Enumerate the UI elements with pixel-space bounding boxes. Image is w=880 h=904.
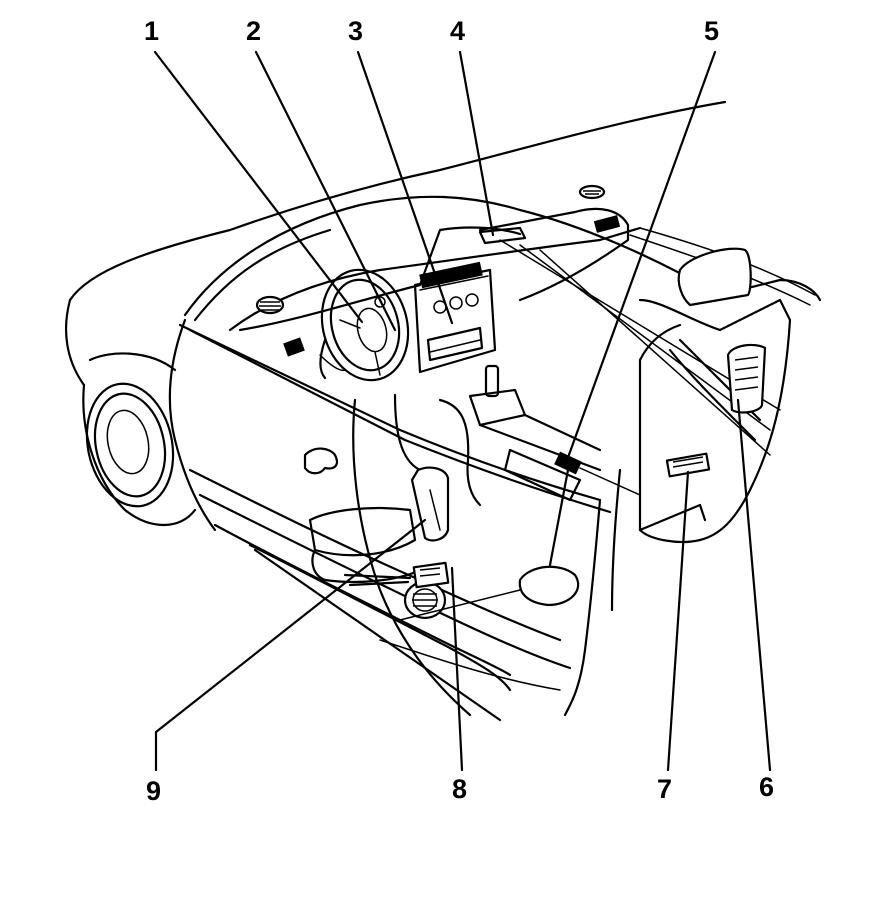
leader-line-5 (564, 50, 717, 465)
leader-lines (153, 50, 772, 772)
leader-line-7 (666, 470, 690, 772)
callout-number-5: 5 (704, 16, 719, 46)
gear-shift-tunnel (438, 364, 641, 507)
callout-number-8: 8 (452, 774, 467, 804)
leader-line-2 (254, 50, 397, 332)
callout-number-4: 4 (450, 16, 465, 46)
leader-line-8 (450, 566, 464, 772)
callout-number-9: 9 (146, 776, 161, 806)
callout-number-7: 7 (657, 774, 672, 804)
air-vents (255, 184, 621, 357)
rear-door-details (638, 247, 767, 532)
leader-line-4 (458, 50, 495, 237)
seat-belt-retractor (403, 561, 450, 620)
leader-line-9 (154, 518, 427, 734)
car-body (64, 100, 822, 722)
center-console (413, 226, 527, 374)
callout-numbers: 1 2 3 4 5 9 8 7 6 (144, 16, 774, 806)
leader-line-3 (356, 50, 454, 325)
leader-line-1 (153, 50, 364, 324)
callout-number-1: 1 (144, 16, 159, 46)
floor-details (303, 447, 580, 691)
callout-number-3: 3 (348, 16, 363, 46)
leader-line-6 (736, 398, 772, 772)
steering-wheel (319, 268, 410, 382)
front-wheel (82, 352, 197, 527)
callout-number-6: 6 (759, 772, 774, 802)
callout-number-2: 2 (246, 16, 261, 46)
leader-line-5b (548, 468, 570, 567)
